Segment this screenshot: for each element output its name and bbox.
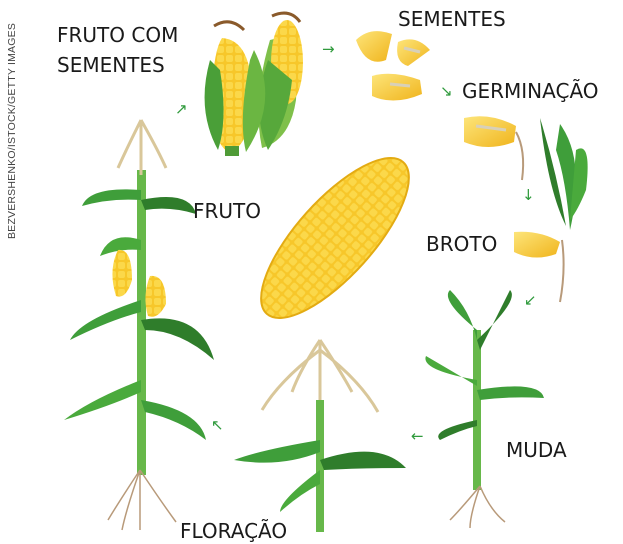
arrow-icon-fruto-to-fruto-com-sementes: ↗ (175, 102, 188, 117)
mature-plant-illustration (64, 120, 214, 530)
label-fruto-com-sementes: FRUTO COM SEMENTES (57, 20, 178, 80)
arrow-icon-to-broto: ↓ (522, 188, 535, 203)
arrow-icon-to-sementes: → (322, 42, 335, 57)
seedling-illustration (425, 290, 544, 528)
fruit-with-seeds-ears (205, 13, 303, 156)
flowering-plant-illustration (234, 340, 406, 532)
image-credit: BEZVERSHENKO/ISTOCK/GETTY IMAGES (6, 21, 18, 241)
label-germinacao: GERMINAÇÃO (462, 78, 599, 104)
label-floracao: FLORAÇÃO (180, 518, 287, 544)
label-fruto: FRUTO (193, 198, 261, 224)
sprout-illustration (514, 118, 588, 302)
label-muda: MUDA (506, 437, 567, 463)
arrow-icon-to-muda: ↙ (524, 293, 537, 308)
label-sementes: SEMENTES (398, 6, 506, 32)
arrow-icon-to-fruto: ↖ (211, 418, 224, 433)
corn-cob-centre (239, 137, 432, 339)
arrow-icon-to-germinacao: ↘ (440, 84, 453, 99)
seeds-illustration (356, 31, 430, 100)
arrow-icon-to-floracao: ← (411, 429, 424, 444)
germination-illustration (464, 116, 523, 180)
label-broto: BROTO (426, 231, 497, 257)
